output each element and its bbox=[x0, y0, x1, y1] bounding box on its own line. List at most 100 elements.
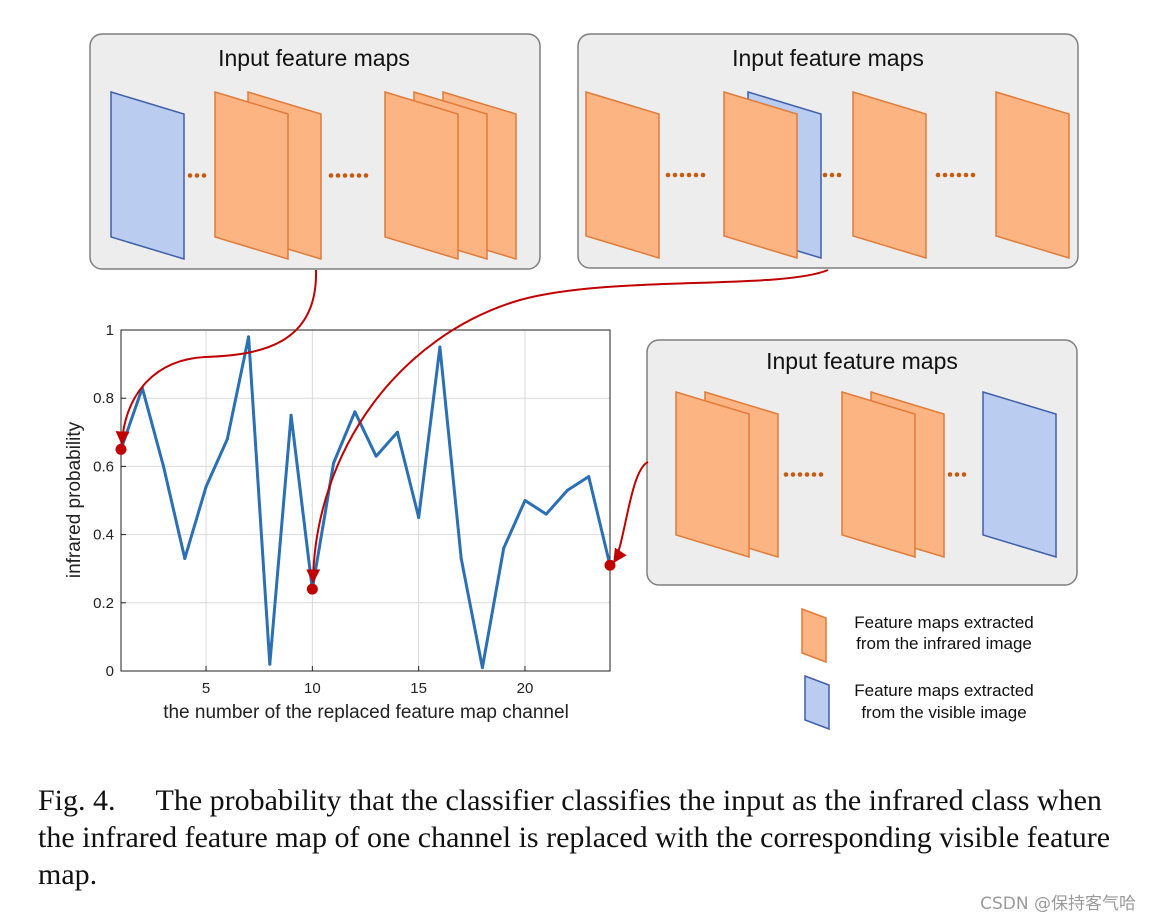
data-point bbox=[183, 556, 187, 560]
panel-title: Input feature maps bbox=[766, 348, 958, 374]
ellipsis-dot bbox=[363, 173, 369, 178]
y-tick-label: 0 bbox=[106, 663, 114, 680]
ellipsis-dot bbox=[201, 173, 207, 178]
feature-map-stacks bbox=[675, 390, 1057, 559]
data-point bbox=[565, 488, 569, 492]
ellipsis-dot bbox=[811, 472, 817, 477]
ellipsis-dot bbox=[818, 472, 824, 477]
data-point bbox=[544, 512, 548, 516]
ellipsis-dot bbox=[822, 172, 828, 178]
highlighted-point bbox=[604, 559, 616, 571]
ellipsis-dot bbox=[935, 172, 941, 178]
legend-swatch-infrared bbox=[801, 607, 827, 664]
data-point bbox=[162, 464, 166, 468]
panel-box bbox=[577, 33, 1079, 269]
arrow-panel2-to-point-10 bbox=[306, 269, 829, 584]
figure-caption: Fig. 4.The probability that the classifi… bbox=[38, 782, 1118, 893]
legend-item-infrared: Feature maps extracted from the infrared… bbox=[801, 607, 1034, 664]
ellipsis-dot bbox=[970, 172, 976, 178]
feature-map-visible bbox=[110, 90, 185, 261]
ellipsis-dot bbox=[963, 172, 969, 178]
feature-map-infrared bbox=[841, 390, 916, 559]
ellipsis-dot bbox=[349, 173, 355, 178]
ellipsis-dot bbox=[947, 472, 953, 477]
panel-title: Input feature maps bbox=[218, 45, 410, 71]
legend-line-1: Feature maps extracted bbox=[854, 613, 1034, 632]
data-point bbox=[268, 662, 272, 666]
feature-map-infrared bbox=[723, 90, 798, 260]
ellipsis-dot bbox=[356, 173, 362, 178]
data-point bbox=[353, 410, 357, 414]
ellipsis-dot bbox=[804, 472, 810, 477]
watermark: CSDN @保持客气哈 bbox=[980, 894, 1136, 914]
ellipsis-dot bbox=[949, 172, 955, 178]
data-point bbox=[523, 499, 527, 502]
y-tick-label: 1 bbox=[106, 322, 114, 339]
ellipsis-dot bbox=[194, 173, 200, 178]
legend-line-2: from the visible image bbox=[861, 703, 1026, 722]
arrow-panel3-to-point-24 bbox=[613, 461, 649, 564]
feature-map-infrared bbox=[384, 90, 459, 261]
highlighted-point bbox=[115, 443, 127, 455]
series-line bbox=[119, 335, 612, 670]
legend: Feature maps extracted from the infrared… bbox=[801, 607, 1034, 731]
legend-swatch-visible bbox=[804, 674, 830, 731]
series-points bbox=[119, 335, 612, 670]
ellipsis-dot bbox=[342, 173, 348, 178]
highlighted-point bbox=[306, 583, 318, 595]
ellipsis-dot bbox=[942, 172, 948, 178]
data-point bbox=[374, 454, 378, 458]
data-point bbox=[502, 546, 506, 550]
data-point bbox=[247, 335, 251, 339]
infrared-swatch bbox=[801, 607, 827, 664]
feature-map-infrared bbox=[214, 90, 289, 261]
data-point bbox=[289, 413, 293, 417]
legend-line-2: from the infrared image bbox=[856, 634, 1032, 653]
ellipsis-dot bbox=[679, 172, 685, 178]
data-point bbox=[225, 437, 229, 441]
ellipsis-dot bbox=[797, 472, 803, 477]
ellipsis-dot bbox=[961, 472, 967, 477]
feature-panel-top-right: Input feature maps bbox=[577, 33, 1079, 269]
legend-item-visible: Feature maps extracted from the visible … bbox=[804, 674, 1034, 731]
ellipsis-dot bbox=[790, 472, 796, 477]
feature-map-stacks bbox=[110, 90, 517, 261]
y-tick-label: 0.8 bbox=[93, 390, 114, 407]
data-point bbox=[332, 461, 336, 465]
visible-swatch bbox=[804, 674, 830, 731]
y-tick-label: 0.4 bbox=[93, 527, 114, 544]
feature-map-infrared bbox=[995, 90, 1070, 260]
feature-map-visible bbox=[982, 390, 1057, 559]
ellipsis-dot bbox=[187, 173, 193, 178]
data-point bbox=[417, 516, 421, 520]
data-point bbox=[395, 430, 399, 434]
ellipsis-dot bbox=[783, 472, 789, 477]
ellipsis-dot bbox=[700, 172, 706, 178]
highlighted-points bbox=[115, 443, 616, 595]
caption-text: The probability that the classifier clas… bbox=[38, 784, 1111, 891]
feature-map-infrared bbox=[585, 90, 660, 260]
ellipsis-dot bbox=[836, 172, 842, 178]
arrow-panel1-to-point-1 bbox=[115, 269, 318, 446]
ellipsis-dot bbox=[672, 172, 678, 178]
data-point bbox=[587, 475, 591, 479]
x-tick-label: 5 bbox=[202, 680, 210, 697]
legend-line-1: Feature maps extracted bbox=[854, 681, 1034, 700]
x-axis-label: the number of the replaced feature map c… bbox=[163, 702, 569, 723]
data-point bbox=[480, 666, 484, 670]
y-tick-label: 0.6 bbox=[93, 458, 114, 475]
feature-panel-top-left: Input feature maps bbox=[89, 33, 541, 270]
data-point bbox=[204, 485, 208, 489]
feature-panel-right: Input feature maps bbox=[646, 339, 1078, 586]
x-tick-label: 20 bbox=[517, 680, 534, 697]
x-tick-label: 10 bbox=[304, 680, 321, 697]
plot-frame bbox=[120, 329, 611, 672]
feature-map-stacks bbox=[585, 90, 1070, 260]
ellipsis-dot bbox=[686, 172, 692, 178]
ellipsis-dot bbox=[829, 172, 835, 178]
data-point bbox=[438, 345, 442, 349]
connector-arrows bbox=[115, 269, 829, 584]
